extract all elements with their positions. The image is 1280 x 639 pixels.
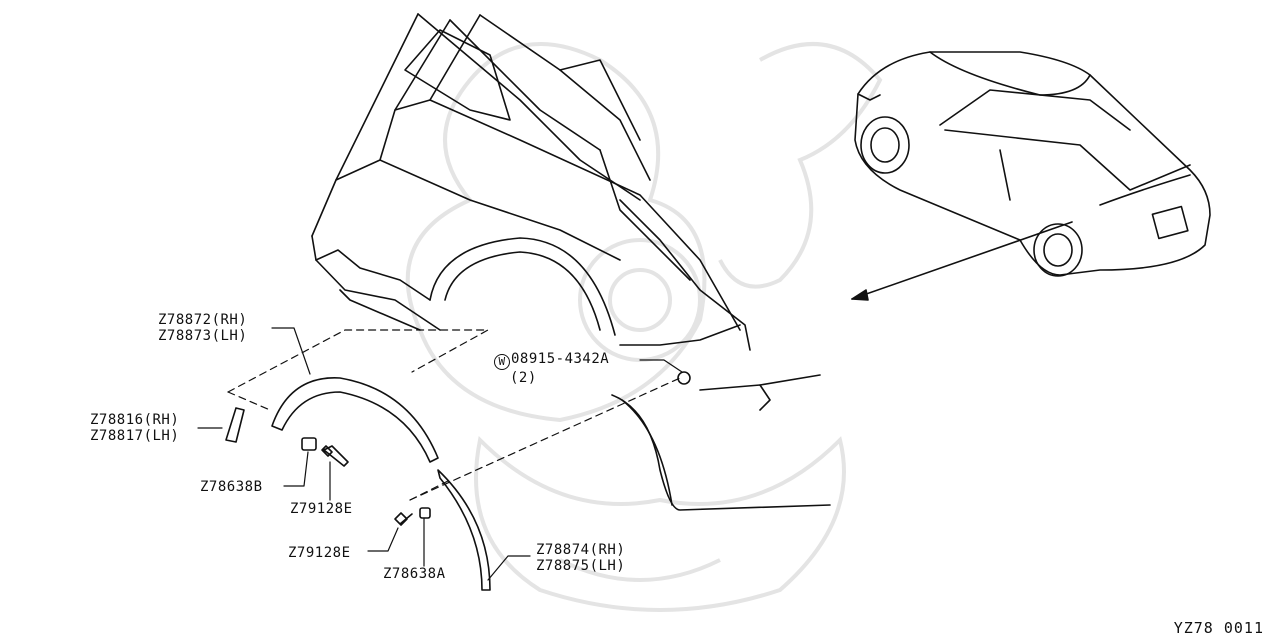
washer-quantity: (2): [510, 370, 537, 386]
washer-clip: [677, 371, 691, 385]
label-z78875: Z78875(LH): [536, 558, 626, 574]
label-z78816: Z78816(RH): [90, 412, 180, 428]
clip-z78638a: [419, 507, 431, 519]
label-z78873: Z78873(LH): [158, 328, 248, 344]
leader-lines: [197, 327, 683, 581]
quarter-window: [404, 29, 511, 121]
label-z79128e-lower: Z79128E: [288, 545, 351, 561]
rear-molding: [437, 469, 491, 591]
label-z78638a: Z78638A: [383, 566, 446, 582]
figure-code: YZ78 0011: [1173, 619, 1264, 637]
pointer-arrow: [851, 221, 1073, 300]
wheel-arch: [429, 237, 616, 336]
label-z78874: Z78874(RH): [536, 542, 626, 558]
line-art: [197, 13, 1211, 591]
rear-bumper-outline: [611, 394, 831, 511]
label-z78816-z78817: Z78816(RH) Z78817(LH): [90, 412, 179, 444]
dashed-guides: [227, 329, 681, 501]
label-z79128e-upper: Z79128E: [290, 501, 353, 517]
label-z78874-z78875: Z78874(RH) Z78875(LH): [536, 542, 625, 574]
quarter-panel-outline: [311, 13, 751, 351]
label-z78817: Z78817(LH): [90, 428, 180, 444]
arch-molding: [271, 377, 439, 463]
washer-part-number: 08915-4342A: [511, 351, 610, 367]
car-thumbnail: [854, 51, 1211, 277]
label-z78872: Z78872(RH): [158, 312, 248, 328]
label-z78638b: Z78638B: [200, 479, 263, 495]
clip-z78638b: [301, 437, 317, 451]
watermark: [405, 42, 883, 612]
washer-symbol: W: [494, 354, 510, 370]
mud-guard-piece: [225, 407, 245, 443]
screw-z79128e-lower: [394, 512, 413, 526]
label-z78872-z78873: Z78872(RH) Z78873(LH): [158, 312, 247, 344]
screw-z79128e-upper: [321, 445, 349, 467]
